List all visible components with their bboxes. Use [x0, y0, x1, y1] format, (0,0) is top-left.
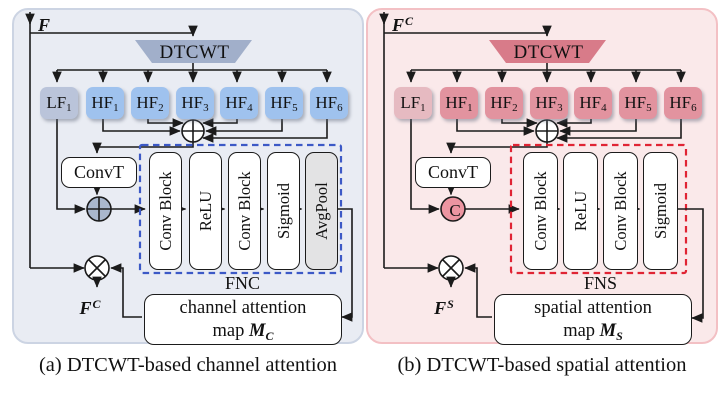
dtcwt-trapezoid [489, 40, 606, 63]
caption-channel: (a) DTCWT-based channel attention [38, 354, 338, 376]
subband-hf4: HF4 [220, 87, 258, 119]
subband-hf4: HF4 [574, 87, 612, 119]
wiring-diagram [379, 12, 704, 323]
fn-block-conv2: Conv Block [603, 152, 638, 270]
subband-hf1: HF1 [86, 87, 124, 119]
caption-spatial: (b) DTCWT-based spatial attention [397, 354, 687, 376]
to-dtcwt [384, 25, 552, 37]
subband-lf1: LF1 [394, 87, 432, 119]
fn-output [676, 208, 704, 323]
input-feature-label: FC [392, 14, 414, 35]
subband-hf1: HF1 [440, 87, 478, 119]
spatial-attention-panel: FC DTCWT LF1 HF1 HF2 HF3 HF4 HF5 HF6 Con… [366, 8, 718, 345]
lf-bypass [56, 117, 86, 214]
subband-hf5: HF5 [265, 87, 303, 119]
subband-hf6: HF6 [310, 87, 348, 119]
output-feature-label: FC [79, 297, 101, 318]
subband-lf1: LF1 [40, 87, 78, 119]
subband-hf6: HF6 [664, 87, 702, 119]
dtcwt-trapezoid [135, 40, 252, 63]
fn-network-label: FNC [224, 273, 260, 293]
convt-block: ConvT [61, 157, 137, 188]
multiply-node-icon [438, 255, 464, 281]
fn-block-relu: ReLU [189, 152, 222, 270]
fn-block-conv1: Conv Block [523, 152, 558, 270]
sum-node-icon [181, 119, 205, 143]
map-to-multiply [464, 263, 492, 318]
input-feature-label: F [38, 15, 51, 35]
dtcwt-transform: DTCWT [159, 42, 230, 63]
sum-node-icon [535, 119, 559, 143]
fn-output [336, 208, 353, 322]
subband-hf5: HF5 [619, 87, 657, 119]
fn-block-relu: ReLU [563, 152, 598, 270]
to-dtcwt [30, 25, 198, 37]
fn-block-avgpool: AvgPool [305, 152, 338, 270]
concat-node-label: C [449, 201, 461, 220]
channel-sum-node-icon [86, 196, 112, 222]
fn-dashed-border [138, 143, 343, 275]
dtcwt-transform: DTCWT [513, 42, 584, 63]
map-to-multiply [110, 263, 142, 318]
convt-block: ConvT [415, 157, 491, 188]
subband-hf2: HF2 [131, 87, 169, 119]
wiring-diagram [25, 12, 353, 322]
fn-block-conv2: Conv Block [228, 152, 261, 270]
output-feature-label: FS [434, 297, 454, 318]
channel-attention-map-box: channel attention map MC [144, 294, 342, 345]
subband-hf2: HF2 [485, 87, 523, 119]
channel-attention-panel: F DTCWT LF1 HF1 HF2 HF3 HF4 HF5 HF6 Conv… [12, 8, 364, 345]
fn-block-sigmoid: Sigmoid [267, 152, 300, 270]
subband-hf3: HF3 [176, 87, 214, 119]
fn-network-label: FNS [583, 273, 618, 293]
subband-hf3: HF3 [530, 87, 568, 119]
multiply-node-icon [84, 255, 110, 281]
lf-bypass [410, 117, 440, 214]
fn-block-sigmoid: Sigmoid [643, 152, 678, 270]
spatial-attention-map-box: spatial attention map MS [494, 294, 692, 345]
fn-block-conv1: Conv Block [149, 152, 182, 270]
